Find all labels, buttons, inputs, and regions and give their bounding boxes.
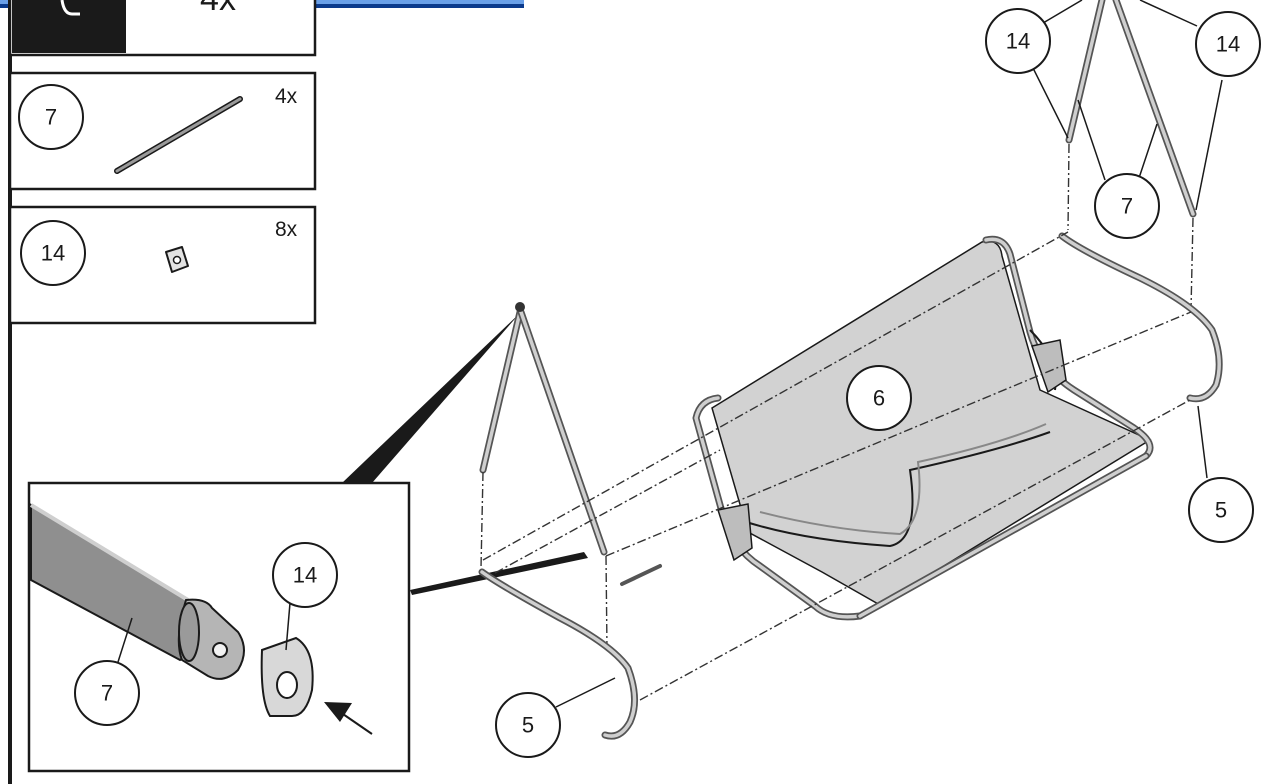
svg-text:5: 5 bbox=[1215, 498, 1227, 523]
part-number-circle bbox=[20, 220, 86, 286]
callout-top-left: 14 bbox=[985, 8, 1051, 74]
part-glyph bbox=[60, 0, 80, 16]
right-top-rods bbox=[1065, 0, 1197, 311]
callout-seat: 6 bbox=[846, 365, 912, 431]
right-base-leg bbox=[1058, 232, 1223, 403]
part-icon-box bbox=[12, 0, 126, 53]
callout-right-rod: 7 bbox=[1094, 173, 1160, 239]
rod-icon bbox=[114, 96, 243, 174]
parts-list: 4x 7 4x 14 8x bbox=[8, 0, 317, 325]
part-number-circle bbox=[18, 84, 84, 150]
parts-row-1: 7 4x bbox=[8, 71, 317, 191]
parts-row-1-number: 7 bbox=[45, 105, 57, 130]
insert-arrow bbox=[324, 702, 373, 735]
svg-text:7: 7 bbox=[101, 681, 113, 706]
washer-icon bbox=[165, 246, 189, 273]
alignment-lines bbox=[482, 231, 1192, 701]
callout-detail-rod: 7 bbox=[74, 660, 140, 726]
svg-text:14: 14 bbox=[1006, 29, 1030, 54]
callout-left-leg: 5 bbox=[495, 692, 561, 758]
svg-text:14: 14 bbox=[1216, 32, 1240, 57]
parts-row-0-qty: 4x bbox=[200, 0, 236, 18]
parts-row-0: 4x bbox=[8, 0, 317, 57]
svg-text:7: 7 bbox=[1121, 194, 1133, 219]
seat-assembly bbox=[620, 235, 1154, 621]
left-a-frame bbox=[479, 302, 608, 651]
svg-text:5: 5 bbox=[522, 713, 534, 738]
svg-text:14: 14 bbox=[293, 563, 317, 588]
detail-rod bbox=[29, 503, 245, 680]
parts-row-2-qty: 8x bbox=[275, 218, 298, 241]
detail-inset: 14 7 bbox=[27, 481, 411, 773]
left-base-leg bbox=[478, 568, 638, 740]
parts-row-2-number: 14 bbox=[41, 241, 65, 266]
callout-detail-washer: 14 bbox=[272, 542, 338, 608]
callout-right-leg: 5 bbox=[1188, 477, 1254, 543]
callout-leaders bbox=[555, 0, 1223, 708]
parts-row-2: 14 8x bbox=[8, 205, 317, 325]
detail-pointers bbox=[342, 313, 588, 595]
parts-row-1-qty: 4x bbox=[275, 85, 298, 108]
svg-text:6: 6 bbox=[873, 386, 885, 411]
detail-washer bbox=[260, 636, 314, 717]
seat-fabric bbox=[711, 240, 1152, 606]
callout-top-right: 14 bbox=[1195, 11, 1261, 77]
